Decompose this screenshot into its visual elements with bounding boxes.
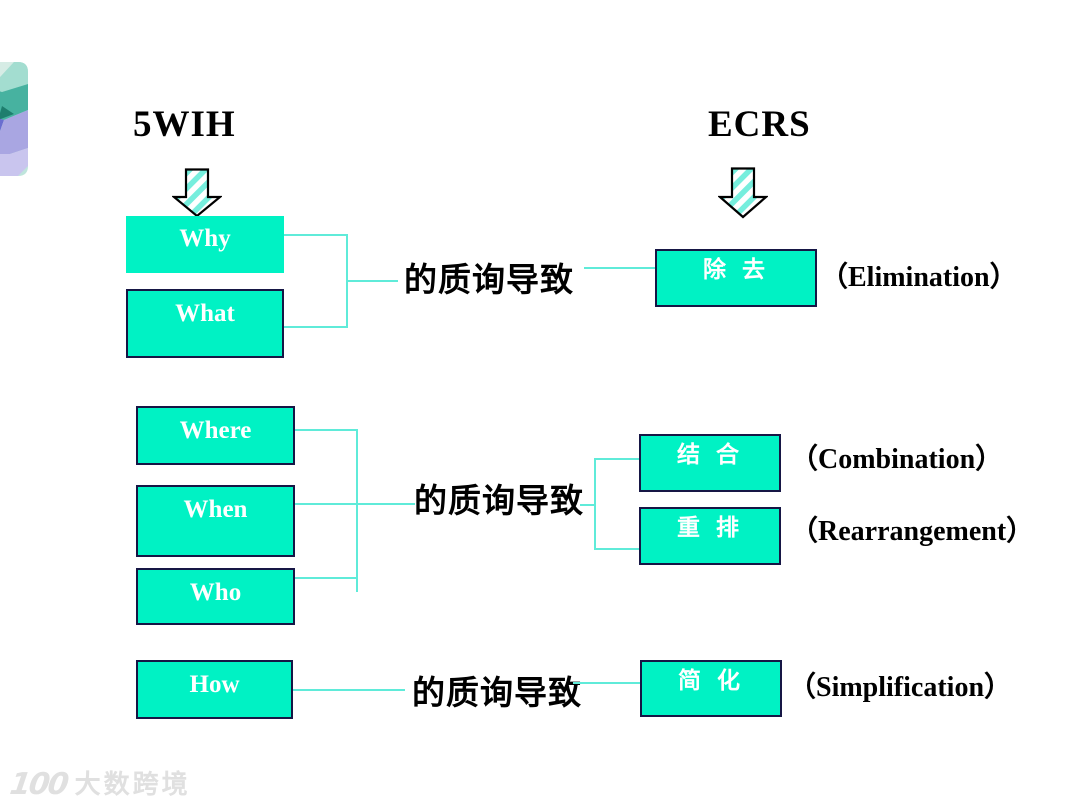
connector-caption: 的质询导致 [412,673,582,712]
box-label: Where [179,417,252,444]
result-label-rearrangement: （Rearrangement） [790,516,1035,547]
right-column-title: ECRS [708,104,811,145]
connector-line [594,458,596,550]
result-box-simplify: 简 化 [640,660,782,717]
connector-caption: 的质询导致 [404,260,574,299]
box-label: 结 合 [676,442,743,468]
question-box-how: How [136,660,293,719]
box-label: 除 去 [702,257,769,283]
question-box-who: Who [136,568,295,625]
result-box-rearrange: 重 排 [639,507,781,565]
box-label: How [189,671,240,698]
box-label: 重 排 [676,515,743,541]
connector-line [284,326,347,328]
question-box-why: Why [126,216,284,273]
question-box-what: What [126,289,284,358]
connector-line [284,234,347,236]
connector-line [594,548,639,550]
down-arrow-icon [172,168,222,218]
connector-line [346,280,398,282]
question-box-when: When [136,485,295,557]
result-label-simplification: （Simplification） [788,672,1013,703]
box-label: When [183,496,248,523]
connector-line [295,577,357,579]
result-box-eliminate: 除 去 [655,249,817,307]
watermark: 100 大数跨境 [7,767,191,802]
watermark-brand-text: 大数跨境 [74,770,191,800]
watermark-logo-icon: 100 [7,767,70,802]
corner-ribbon-logo-icon [0,62,28,176]
box-label: Why [179,225,231,252]
question-box-where: Where [136,406,295,465]
connector-line [295,429,357,431]
box-label: Who [189,579,242,606]
result-label-combination: （Combination） [790,444,1004,475]
result-label-elimination: （Elimination） [820,262,1018,293]
connector-line [573,682,640,684]
result-box-combine: 结 合 [639,434,781,492]
down-arrow-icon [718,167,768,219]
connector-line [356,429,358,592]
connector-line [580,504,596,506]
left-column-title: 5WIH [133,104,236,145]
connector-line [293,689,405,691]
connector-line [584,267,655,269]
box-label: What [175,300,235,327]
connector-line [594,458,639,460]
connector-caption: 的质询导致 [414,481,584,520]
box-label: 简 化 [677,668,744,694]
connector-line [295,503,415,505]
